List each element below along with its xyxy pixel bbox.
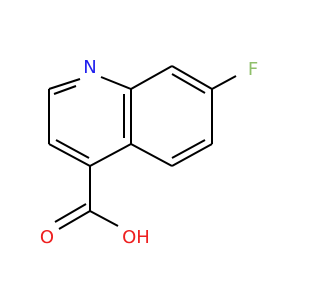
- atom-label-carbonyl-oxygen: O: [40, 227, 54, 248]
- bond-c8a-c8: [130, 65, 173, 90]
- bond-c8a-n1: [100, 76, 132, 90]
- bond-c3-c4: [48, 143, 91, 167]
- bond-c6-c5-inner: [171, 139, 206, 159]
- molecule-structure-diagram: N F O OH: [40, 57, 258, 248]
- bond-c6-c5: [171, 143, 213, 167]
- bond-c5-c4a: [130, 143, 173, 167]
- bond-c8-c7: [171, 65, 213, 90]
- bond-c-o-double-a: [58, 210, 91, 230]
- bond-c4-c4a: [89, 143, 132, 167]
- bond-c-o-double-b: [54, 203, 87, 223]
- atom-label-nitrogen: N: [83, 57, 96, 78]
- bond-c7-f: [211, 75, 237, 90]
- bond-c-oh: [89, 210, 119, 227]
- atom-label-fluorine: F: [248, 59, 258, 80]
- bond-c8-c7-inner: [171, 73, 206, 94]
- bond-n1-c2: [48, 78, 81, 90]
- bond-c3-c4-inner: [55, 139, 90, 159]
- atom-label-hydroxyl: OH: [122, 227, 150, 248]
- bond-n1-c2-inner: [53, 85, 77, 95]
